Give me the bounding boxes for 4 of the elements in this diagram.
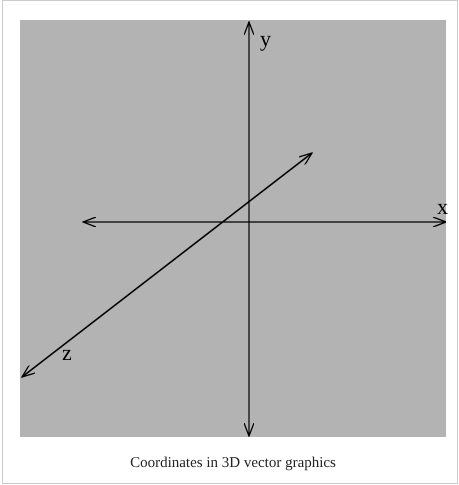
axis-label: y [260, 28, 271, 50]
caption: Coordinates in 3D vector graphics [129, 454, 337, 473]
axis-label: z [62, 342, 72, 364]
axis-label: x [437, 196, 448, 218]
